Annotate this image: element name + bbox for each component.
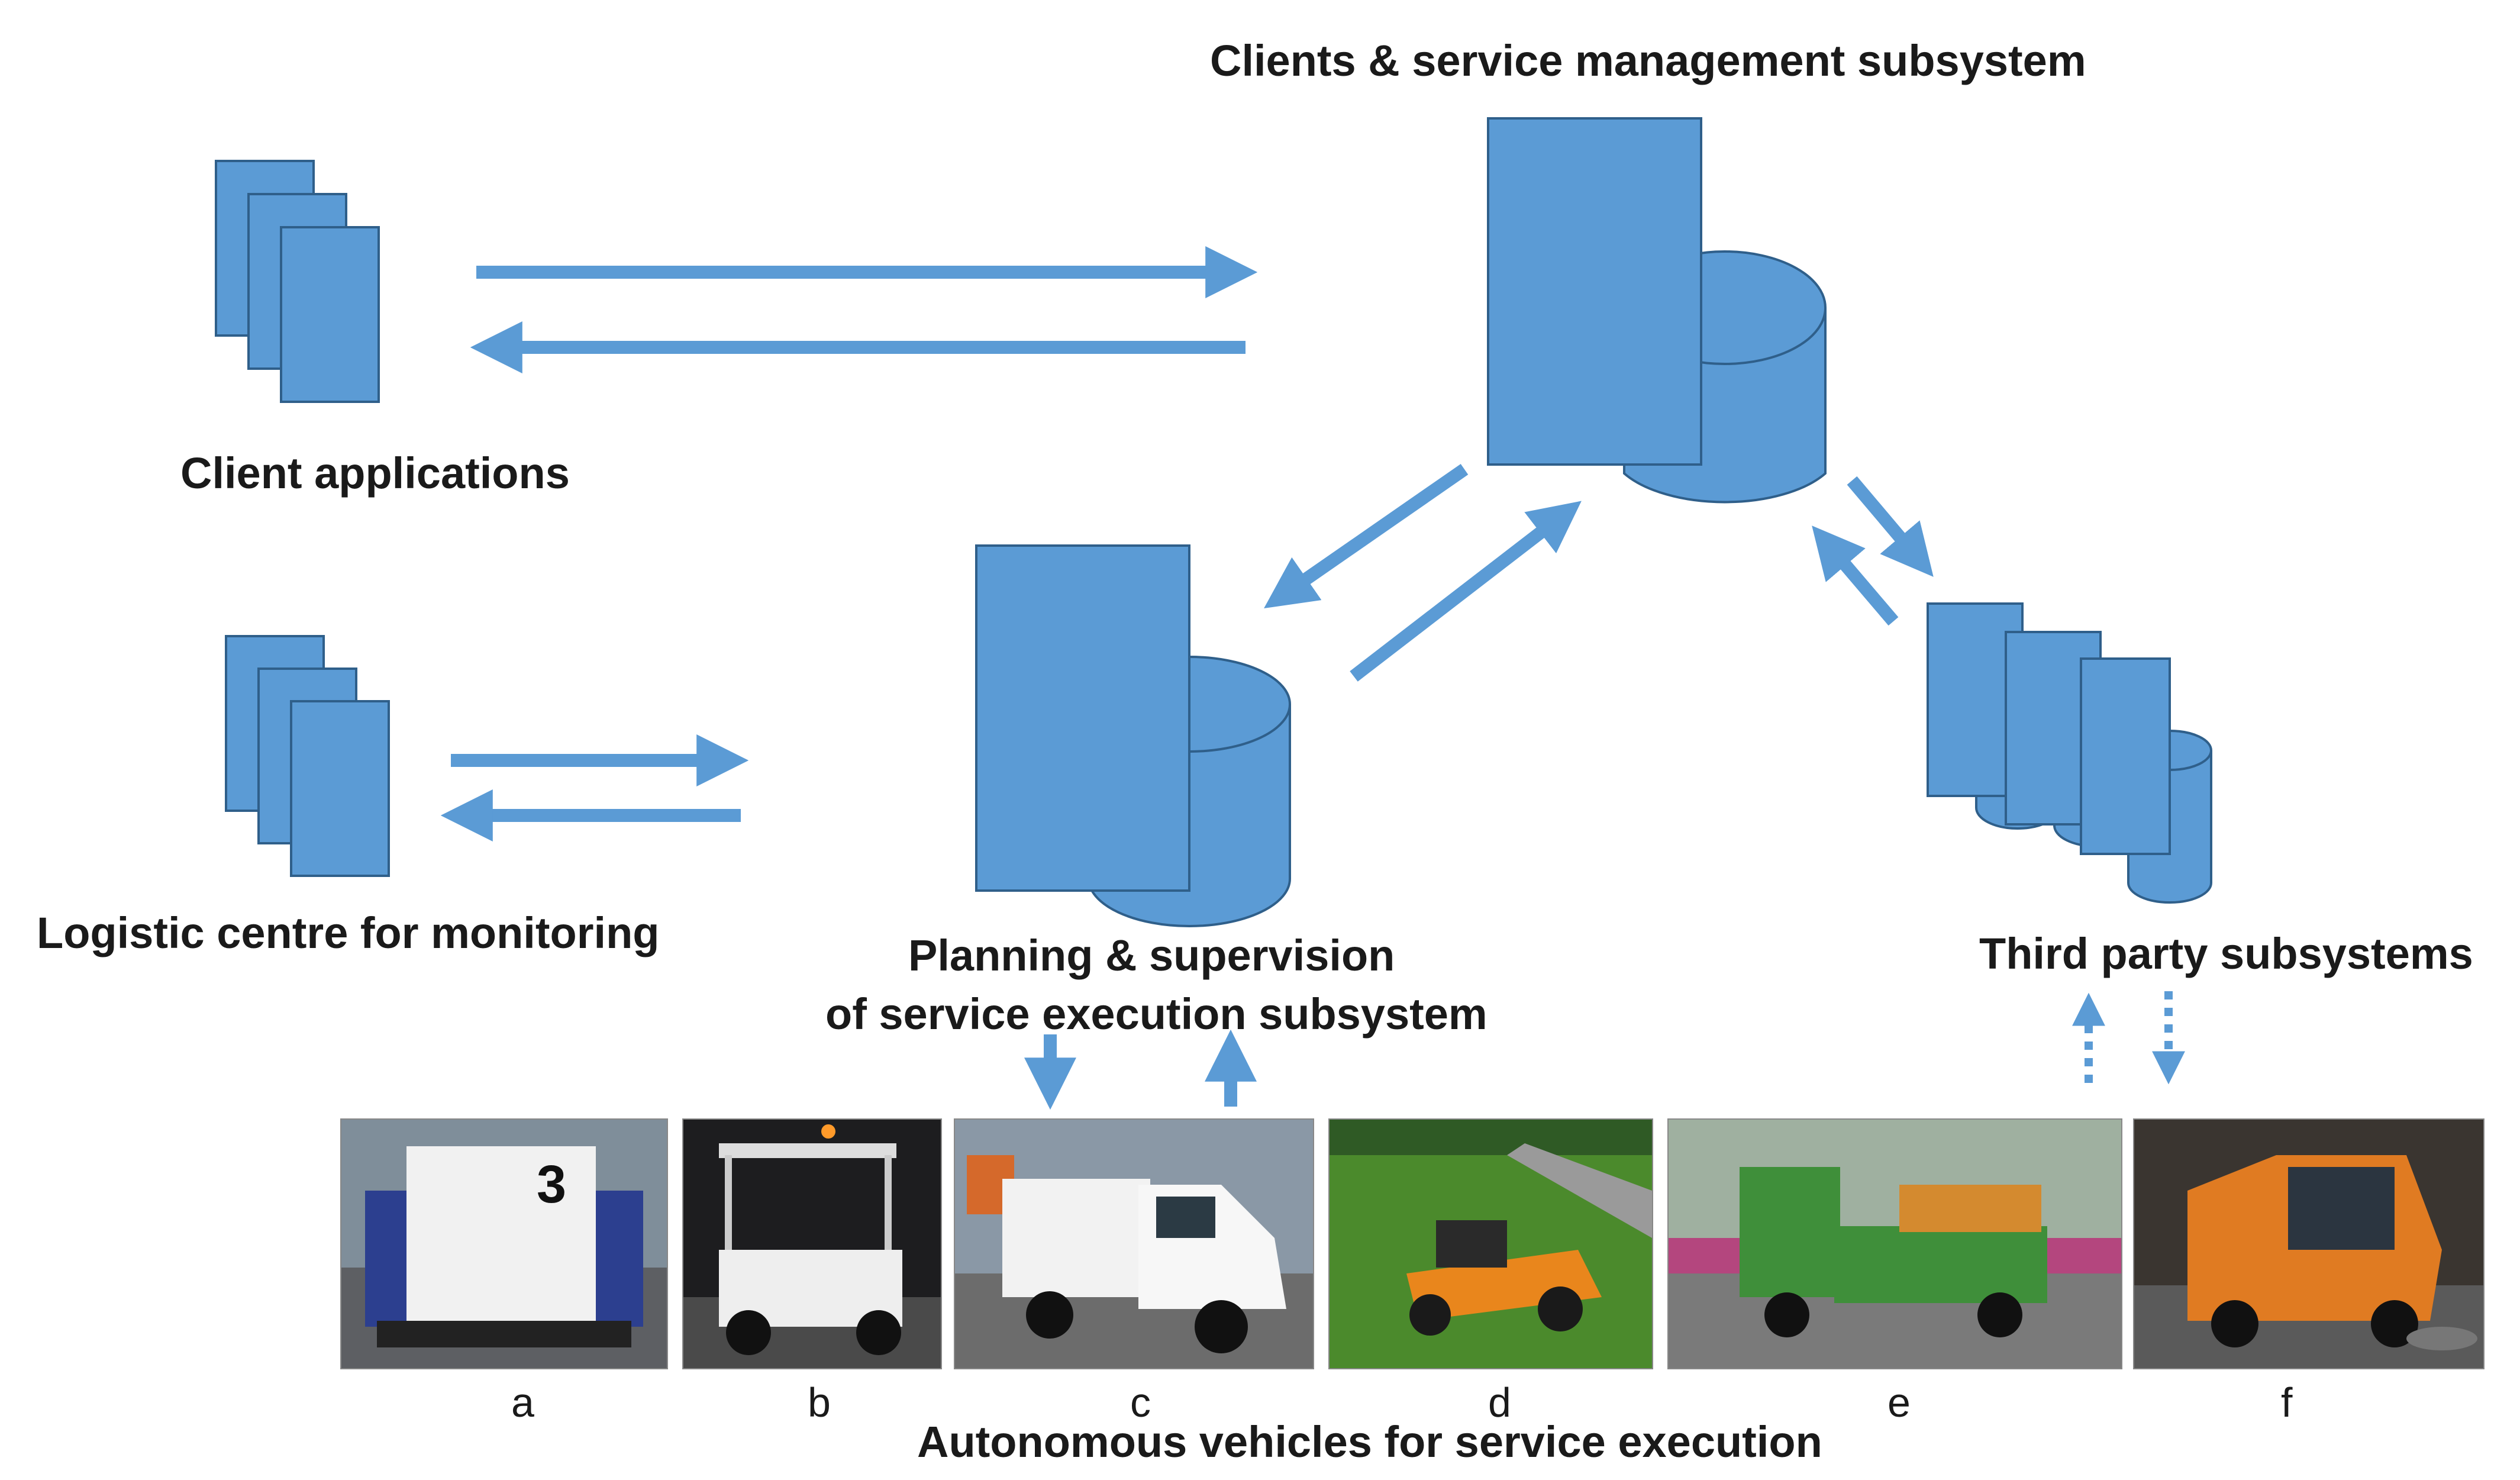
vehicle-letter-d: d: [1488, 1379, 1511, 1426]
arrow-thirdparty-to-management: [1812, 525, 1899, 626]
label-client-applications: Client applications: [180, 449, 570, 498]
third-party-subsystems-icon: [1927, 602, 2212, 904]
vehicle-photo-f: [2133, 1118, 2484, 1369]
arrow-management-to-planning: [1264, 463, 1469, 609]
label-third-party: Third party subsystems: [1979, 929, 2473, 978]
service-management-server-icon: [1487, 117, 1827, 504]
vehicle-photo-b: [682, 1118, 942, 1369]
client-applications-icon: [215, 160, 380, 403]
vehicle-letter-a: a: [511, 1379, 534, 1426]
vehicle-photo-a: 3: [340, 1118, 668, 1369]
vehicle-letter-c: c: [1130, 1379, 1151, 1426]
vehicle-letter-f: f: [2281, 1379, 2293, 1426]
arrow-planning-to-management: [1350, 501, 1582, 682]
logistic-centre-icon: [225, 635, 390, 877]
vehicle-letter-b: b: [808, 1379, 831, 1426]
vehicle-a-number: 3: [537, 1155, 566, 1214]
planning-supervision-server-icon: [975, 544, 1291, 927]
label-logistic-centre: Logistic centre for monitoring: [37, 908, 660, 957]
label-autonomous-vehicles: Autonomous vehicles for service executio…: [917, 1417, 1822, 1466]
vehicle-photo-d: [1328, 1118, 1653, 1369]
label-clients-service-management: Clients & service management subsystem: [1210, 36, 2086, 85]
arrow-management-to-thirdparty: [1847, 476, 1934, 577]
vehicle-photo-c: [954, 1118, 1314, 1369]
vehicle-letter-e: e: [1887, 1379, 1911, 1426]
vehicle-photo-e: [1667, 1118, 2122, 1369]
label-planning-line2: of service execution subsystem: [825, 989, 1488, 1039]
label-planning-line1: Planning & supervision: [908, 931, 1395, 980]
